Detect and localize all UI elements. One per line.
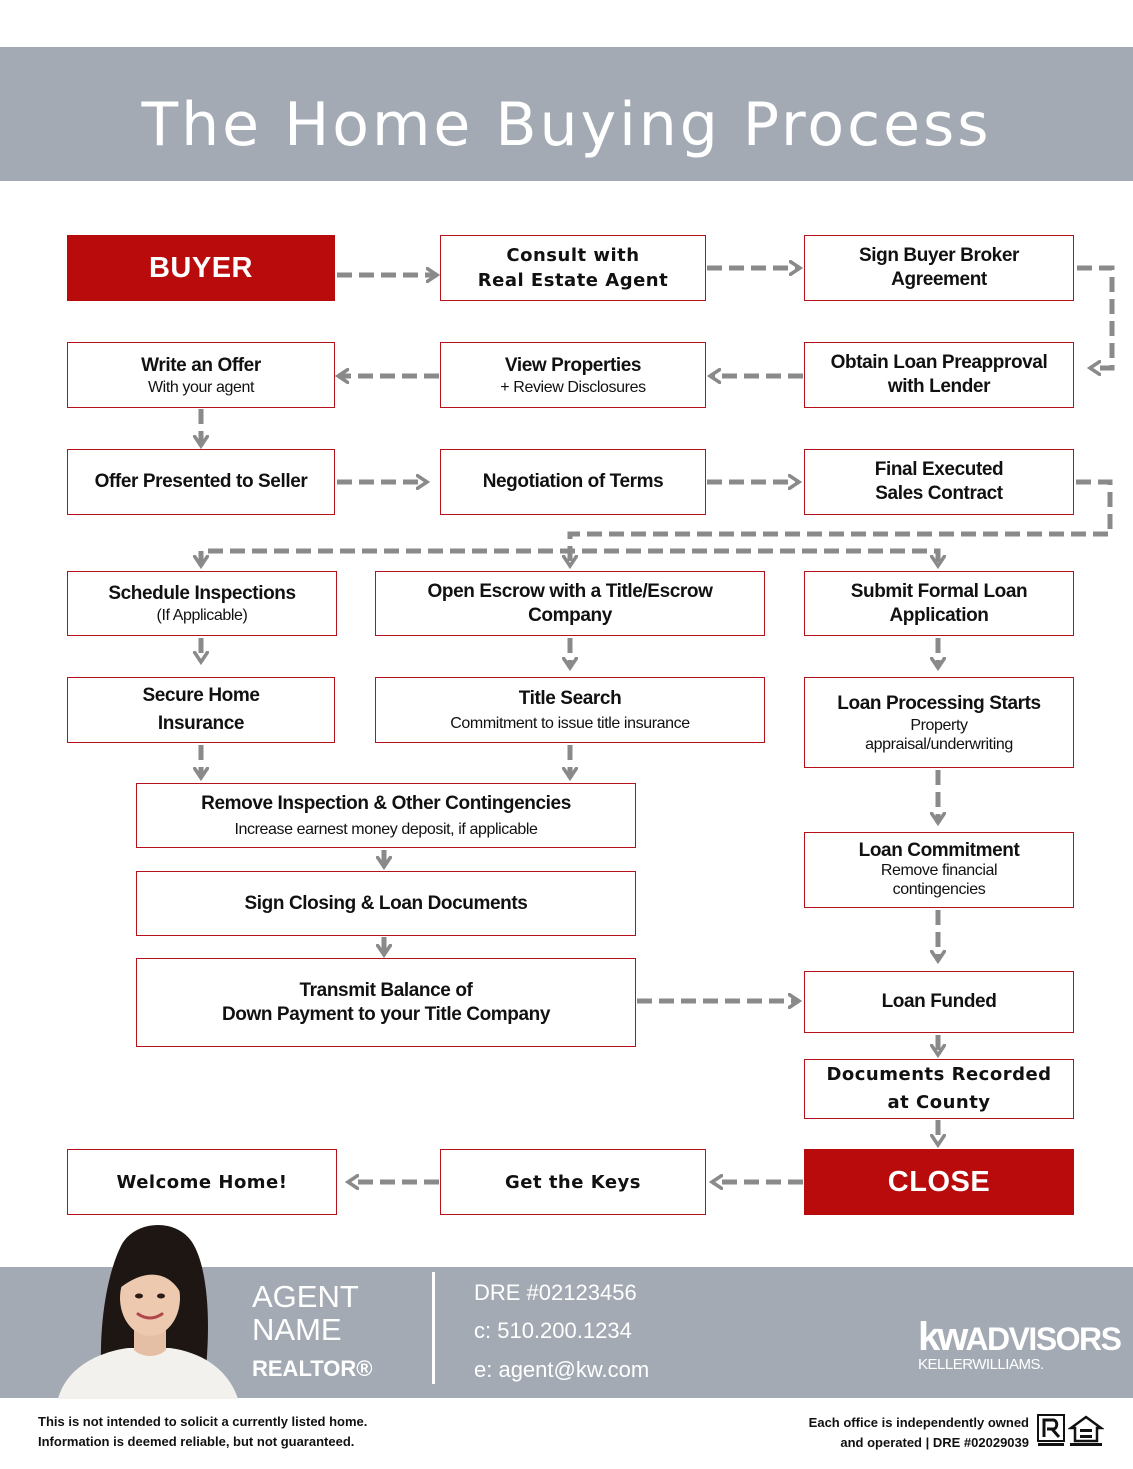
step-loan-commitment-sub: Remove financial contingencies	[880, 862, 998, 898]
step-close-label: CLOSE	[887, 1165, 991, 1198]
step-title-search: Title Search Commitment to issue title i…	[375, 677, 765, 743]
step-negotiation: Negotiation of Terms	[440, 449, 706, 515]
agent-dre: DRE #02123456	[474, 1280, 637, 1305]
step-remove-contingencies-label: Remove Inspection & Other Contingencies	[201, 793, 571, 814]
step-remove-contingencies-sub: Increase earnest money deposit, if appli…	[234, 821, 538, 838]
step-loan-processing-sub: Property appraisal/underwriting	[865, 716, 1013, 753]
step-write-offer: Write an Offer With your agent	[67, 342, 335, 408]
page-title: The Home Buying Process	[141, 90, 992, 160]
kw-logo-advisors: ADVISORS	[965, 1321, 1122, 1357]
kw-logo-sub: KELLERWILLIAMS.	[918, 1356, 1044, 1373]
step-schedule-inspections-label: Schedule Inspections	[108, 583, 296, 604]
step-sign-closing-label: Sign Closing & Loan Documents	[244, 892, 528, 914]
step-open-escrow-label: Open Escrow with a Title/Escrow Company	[427, 580, 713, 626]
equal-housing-icon	[1068, 1415, 1104, 1446]
agent-phone[interactable]: c: 510.200.1234	[474, 1318, 632, 1343]
step-offer-presented-label: Offer Presented to Seller	[94, 471, 308, 492]
agent-photo	[58, 1224, 238, 1399]
title-banner: The Home Buying Process	[0, 47, 1133, 181]
step-loan-processing-label: Loan Processing Starts	[837, 692, 1041, 714]
step-loan-commitment: Loan Commitment Remove financial conting…	[804, 832, 1074, 908]
step-transmit-balance-label: Transmit Balance of Down Payment to your…	[221, 979, 551, 1025]
kw-logo-kw: kw	[918, 1315, 968, 1359]
step-welcome-home: Welcome Home!	[67, 1149, 337, 1215]
disclaimer-left: This is not intended to solicit a curren…	[38, 1414, 368, 1449]
step-consult-agent: Consult with Real Estate Agent	[440, 235, 706, 301]
step-view-properties: View Properties + Review Disclosures	[440, 342, 706, 408]
kw-advisors-logo: kwADVISORS KELLERWILLIAMS.	[918, 1315, 1122, 1373]
step-loan-funded: Loan Funded	[804, 971, 1074, 1033]
step-negotiation-label: Negotiation of Terms	[482, 471, 664, 492]
step-sign-closing: Sign Closing & Loan Documents	[136, 871, 636, 936]
step-title-search-label: Title Search	[518, 688, 622, 709]
step-final-contract: Final Executed Sales Contract	[804, 449, 1074, 515]
step-loan-commitment-label: Loan Commitment	[858, 840, 1020, 861]
agent-email[interactable]: e: agent@kw.com	[474, 1357, 650, 1382]
step-schedule-inspections: Schedule Inspections (If Applicable)	[67, 571, 337, 636]
footer-divider	[432, 1272, 435, 1384]
step-sign-buyer-broker: Sign Buyer Broker Agreement	[804, 235, 1074, 301]
arrow-final-branch	[570, 479, 1113, 566]
step-offer-presented: Offer Presented to Seller	[67, 449, 335, 515]
disclaimer-right: Each office is independently owned and o…	[808, 1415, 1029, 1450]
step-get-keys-label: Get the Keys	[504, 1171, 642, 1193]
step-consult-agent-label: Consult with Real Estate Agent	[477, 245, 669, 291]
step-view-properties-sub: + Review Disclosures	[500, 378, 646, 396]
step-write-offer-label: Write an Offer	[141, 354, 261, 376]
step-buyer: BUYER	[67, 235, 335, 301]
step-secure-insurance-label: Secure Home Insurance	[142, 685, 260, 734]
step-welcome-home-label: Welcome Home!	[116, 1171, 288, 1193]
step-documents-recorded-label: Documents Recorded at County	[826, 1064, 1052, 1113]
step-final-contract-label: Final Executed Sales Contract	[874, 459, 1004, 504]
step-get-keys: Get the Keys	[440, 1149, 706, 1215]
step-close: CLOSE	[804, 1149, 1074, 1215]
step-buyer-label: BUYER	[148, 251, 253, 284]
step-title-search-sub: Commitment to issue title insurance	[450, 715, 690, 732]
step-loan-preapproval-label: Obtain Loan Preapproval with Lender	[830, 352, 1048, 397]
step-sign-buyer-broker-label: Sign Buyer Broker Agreement	[858, 245, 1020, 290]
agent-name: AGENT NAME	[252, 1279, 359, 1347]
step-loan-funded-label: Loan Funded	[881, 991, 997, 1012]
step-loan-processing: Loan Processing Starts Property appraisa…	[804, 677, 1074, 768]
step-view-properties-label: View Properties	[504, 354, 642, 376]
step-submit-loan-label: Submit Formal Loan Application	[850, 580, 1028, 626]
step-open-escrow: Open Escrow with a Title/Escrow Company	[375, 571, 765, 636]
step-transmit-balance: Transmit Balance of Down Payment to your…	[136, 958, 636, 1047]
step-submit-loan: Submit Formal Loan Application	[804, 571, 1074, 636]
arrow-broker-to-preapproval	[1077, 265, 1115, 368]
kw-logo-wordmark: kwADVISORS	[918, 1315, 1122, 1359]
step-loan-preapproval: Obtain Loan Preapproval with Lender	[804, 342, 1074, 408]
step-secure-insurance: Secure Home Insurance	[67, 677, 335, 743]
agent-role: REALTOR®	[252, 1356, 373, 1381]
step-schedule-inspections-sub: (If Applicable)	[156, 607, 248, 624]
step-remove-contingencies: Remove Inspection & Other Contingencies …	[136, 783, 636, 848]
arrow-branch-split	[201, 548, 938, 566]
realtor-icon	[1037, 1414, 1065, 1446]
step-write-offer-sub: With your agent	[147, 378, 255, 396]
step-documents-recorded: Documents Recorded at County	[804, 1059, 1074, 1119]
